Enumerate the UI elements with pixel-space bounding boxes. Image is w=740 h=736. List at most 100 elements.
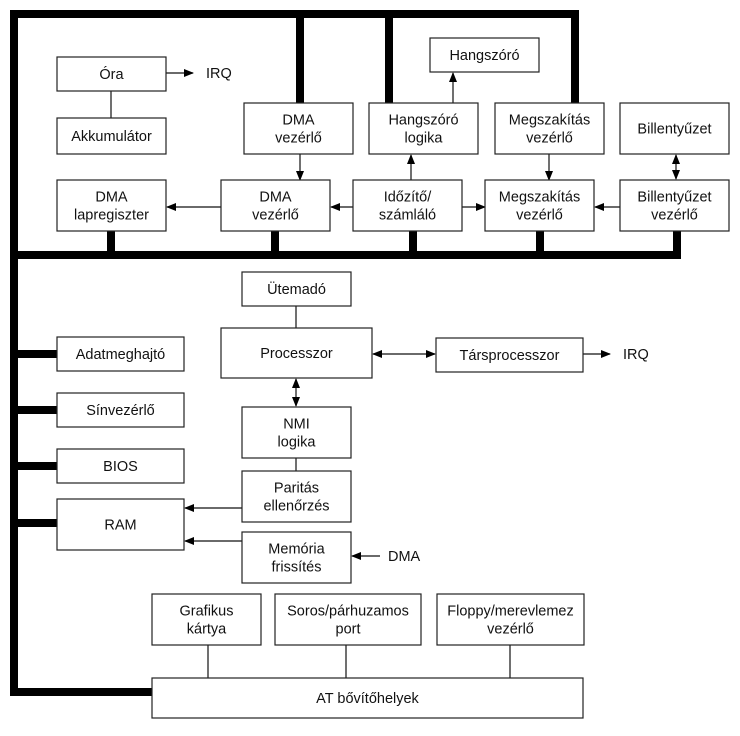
box-frame bbox=[241, 406, 352, 459]
box-utemado: Ütemadó bbox=[241, 271, 352, 307]
box-label: Társprocesszor bbox=[460, 348, 560, 364]
bus-bottom bbox=[10, 688, 153, 696]
box-label: vezérlő bbox=[275, 131, 322, 147]
box-label: RAM bbox=[104, 518, 136, 534]
box-frame bbox=[274, 593, 422, 646]
irq-label: IRQ bbox=[206, 66, 232, 82]
bus-right-drop bbox=[571, 10, 579, 104]
box-dma-vezerlo-top: DMA vezérlő bbox=[243, 102, 354, 155]
box-frame bbox=[56, 392, 185, 428]
connections bbox=[110, 69, 680, 678]
box-frame bbox=[484, 179, 595, 232]
box-frame bbox=[56, 117, 167, 155]
box-label: AT bővítőhelyek bbox=[316, 691, 419, 707]
box-label: számláló bbox=[379, 208, 436, 224]
bus-stub bbox=[271, 231, 279, 253]
box-billentyuzet-vezerlo: Billentyűzet vezérlő bbox=[619, 179, 730, 232]
box-label: logika bbox=[405, 131, 444, 147]
box-frame bbox=[241, 470, 352, 523]
box-label: lapregiszter bbox=[74, 208, 149, 224]
box-frame bbox=[220, 179, 331, 232]
box-soros: Soros/párhuzamos port bbox=[274, 593, 422, 646]
box-frame bbox=[494, 102, 605, 155]
box-label: Memória bbox=[268, 542, 325, 558]
box-megszakitas-top: Megszakítás vezérlő bbox=[494, 102, 605, 155]
box-label: Processzor bbox=[260, 346, 333, 362]
box-sinvezerlo: Sínvezérlő bbox=[56, 392, 185, 428]
box-frame bbox=[151, 677, 584, 719]
irq-label: IRQ bbox=[623, 347, 649, 363]
bus-stub bbox=[10, 406, 58, 414]
box-label: Hangszóró bbox=[388, 113, 458, 129]
box-frame bbox=[56, 498, 185, 551]
box-frame bbox=[429, 37, 540, 73]
box-bios: BIOS bbox=[56, 448, 185, 484]
box-grafikus: Grafikus kártya bbox=[151, 593, 262, 646]
box-label: DMA bbox=[282, 113, 315, 129]
box-label: DMA bbox=[95, 190, 128, 206]
box-label: vezérlő bbox=[487, 622, 534, 638]
box-frame bbox=[619, 179, 730, 232]
box-label: kártya bbox=[187, 622, 227, 638]
box-frame bbox=[619, 102, 730, 155]
bus-top bbox=[10, 10, 579, 18]
box-idozito: Időzítő/számláló bbox=[352, 179, 463, 232]
box-label: Soros/párhuzamos bbox=[287, 604, 409, 620]
box-label: DMA bbox=[259, 190, 292, 206]
box-label: Megszakítás bbox=[499, 190, 580, 206]
bus-stub bbox=[673, 231, 681, 253]
box-label: Akkumulátor bbox=[71, 129, 152, 145]
box-label: Megszakítás bbox=[509, 113, 590, 129]
box-frame bbox=[352, 179, 463, 232]
box-frame bbox=[56, 179, 167, 232]
box-frame bbox=[56, 448, 185, 484]
box-label: Hangszóró bbox=[449, 48, 519, 64]
box-tarsprocesszor: Társprocesszor bbox=[435, 337, 584, 373]
box-frame bbox=[56, 336, 185, 372]
box-memoria: Memória frissítés bbox=[241, 531, 352, 584]
box-adatmeghajto: Adatmeghajtó bbox=[56, 336, 185, 372]
bus-stub bbox=[10, 462, 58, 470]
dma-label: DMA bbox=[388, 549, 421, 565]
box-label: ellenőrzés bbox=[263, 499, 329, 515]
box-label: Grafikus bbox=[180, 604, 234, 620]
box-label: logika bbox=[278, 435, 317, 451]
box-frame bbox=[56, 56, 167, 92]
box-label: Floppy/merevlemez bbox=[447, 604, 574, 620]
box-label: vezérlő bbox=[526, 131, 573, 147]
box-label: frissítés bbox=[272, 560, 322, 576]
box-label: Billentyűzet bbox=[637, 190, 711, 206]
box-megszakitas: Megszakítás vezérlő bbox=[484, 179, 595, 232]
box-label: Billentyűzet bbox=[637, 122, 711, 138]
box-frame bbox=[243, 102, 354, 155]
box-ram: RAM bbox=[56, 498, 185, 551]
bus-stub bbox=[536, 231, 544, 253]
box-label: BIOS bbox=[103, 459, 138, 475]
box-label: Sínvezérlő bbox=[86, 403, 155, 419]
box-paritas: Paritás ellenőrzés bbox=[241, 470, 352, 523]
box-label: vezérlő bbox=[651, 208, 698, 224]
box-label: Óra bbox=[99, 66, 124, 83]
box-label: Adatmeghajtó bbox=[76, 347, 165, 363]
bus-dma-drop bbox=[296, 10, 304, 104]
box-frame bbox=[220, 327, 373, 379]
box-frame bbox=[368, 102, 479, 155]
box-hangszoro-logika: Hangszóró logika bbox=[368, 102, 479, 155]
system-bus bbox=[10, 10, 681, 696]
box-akkumulator: Akkumulátor bbox=[56, 117, 167, 155]
box-label: vezérlő bbox=[252, 208, 299, 224]
box-label: Paritás bbox=[274, 481, 319, 497]
box-frame bbox=[241, 271, 352, 307]
box-label: vezérlő bbox=[516, 208, 563, 224]
box-frame bbox=[151, 593, 262, 646]
box-dma-lapregiszter: DMA lapregiszter bbox=[56, 179, 167, 232]
box-frame bbox=[241, 531, 352, 584]
box-label: Ütemadó bbox=[267, 280, 326, 298]
box-at: AT bővítőhelyek bbox=[151, 677, 584, 719]
bus-stub bbox=[10, 350, 58, 358]
box-label: port bbox=[336, 622, 361, 638]
box-dma-vezerlo: DMA vezérlő bbox=[220, 179, 331, 232]
bus-middle bbox=[10, 251, 681, 259]
